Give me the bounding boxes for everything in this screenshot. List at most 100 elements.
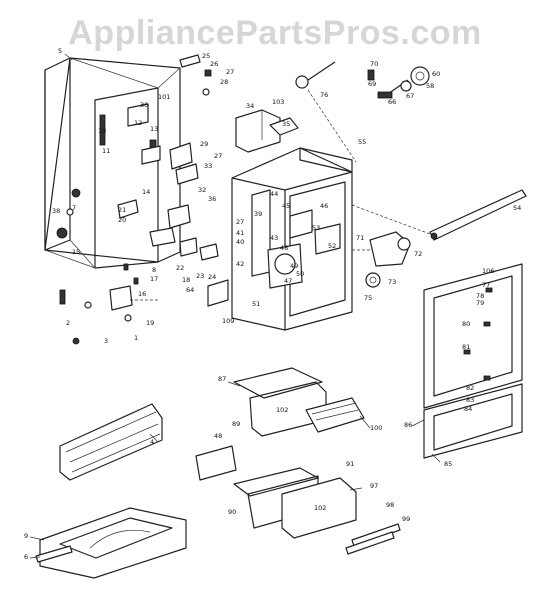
part-label: 60 [432,70,440,78]
part-label: 15 [72,248,80,256]
part-label: 102 [276,406,288,414]
part-label: 82 [466,384,474,392]
part-label: 78 [476,292,484,300]
part-label: 69 [368,80,376,88]
part-label: 86 [404,421,412,429]
part-label: 71 [356,234,364,242]
part-label: 42 [236,260,244,268]
part-label: 81 [462,343,470,351]
part-label: 49 [290,262,298,270]
part-label: 84 [464,405,472,413]
part-label: 26 [210,60,218,68]
damper-assembly [352,231,411,288]
base-grille [59,403,163,481]
part-label: 77 [482,281,490,289]
part-label: 34 [246,102,254,110]
part-label: 45 [282,202,290,210]
part-label: 67 [406,92,414,100]
part-label: 76 [320,91,328,99]
part-label: 47 [284,277,292,285]
part-label: 83 [466,396,474,404]
part-label: 99 [402,515,410,523]
part-label: 5 [58,47,62,55]
top-right-shaft-parts [295,61,430,163]
part-label: 39 [254,210,262,218]
part-label: 46 [320,202,328,210]
part-label: 35 [282,120,290,128]
part-label: 22 [176,264,184,272]
part-label: 48 [214,432,222,440]
part-label: 24 [208,273,216,281]
left-hardware [56,54,219,345]
part-label: 79 [476,299,484,307]
part-label: 48 [280,244,288,252]
part-label: 3 [104,337,108,345]
part-label: 21 [118,206,126,214]
part-label: 30 [140,101,148,109]
part-label: 70 [370,60,378,68]
part-label: 36 [208,195,216,203]
part-label: 58 [426,82,434,90]
part-label: 19 [146,319,154,327]
door-frames [423,263,523,459]
part-label: 33 [204,162,212,170]
part-label: 102 [314,504,326,512]
part-label: 64 [186,286,194,294]
part-label: 27 [214,152,222,160]
part-label: 80 [462,320,470,328]
part-label: 100 [370,424,382,432]
part-label: 27 [226,68,234,76]
control-housing [207,147,353,331]
part-label: 85 [444,460,452,468]
leader-lines [29,53,441,559]
part-label: 90 [228,508,236,516]
part-label: 8 [152,266,156,274]
part-label: 9 [24,532,28,540]
part-label: 13 [150,125,158,133]
top-center-parts [235,109,299,153]
part-label: 7 [72,204,76,212]
part-label: 1 [134,334,138,342]
part-label: 87 [218,375,226,383]
part-label: 28 [220,78,228,86]
part-label: 91 [346,460,354,468]
part-label: 55 [358,138,366,146]
bottom-pan [35,507,187,579]
part-label: 66 [388,98,396,106]
part-label: 75 [364,294,372,302]
part-label: 89 [232,420,240,428]
part-label: 98 [386,501,394,509]
part-label: 50 [296,270,304,278]
part-label: 27 [236,218,244,226]
part-label: 41 [236,229,244,237]
lower-crisper [195,445,357,539]
part-label: 32 [198,186,206,194]
rail [351,189,527,241]
part-label: 73 [388,278,396,286]
part-label: 38 [52,207,60,215]
part-label: 6 [24,553,28,561]
part-label: 51 [252,300,260,308]
part-labels: 5 25 26 27 28 76 70 60 69 66 67 58 34 10… [24,47,521,561]
part-label: 101 [158,93,170,101]
part-label: 23 [196,272,204,280]
part-label: 25 [202,52,210,60]
part-label: 20 [118,216,126,224]
part-label: 72 [414,250,422,258]
part-label: 106 [482,267,494,275]
part-label: 29 [200,140,208,148]
part-label: 97 [370,482,378,490]
part-label: 18 [182,276,190,284]
part-label: 12 [134,119,142,127]
part-label: 43 [270,234,278,242]
part-label: 16 [138,290,146,298]
part-label: 11 [102,147,110,155]
part-label: 103 [272,98,284,106]
part-label: 44 [270,190,278,198]
part-label: 4 [150,438,154,446]
part-label: 109 [222,317,234,325]
part-label: 17 [150,275,158,283]
drawer-trims [345,523,401,555]
part-label: 14 [142,188,150,196]
